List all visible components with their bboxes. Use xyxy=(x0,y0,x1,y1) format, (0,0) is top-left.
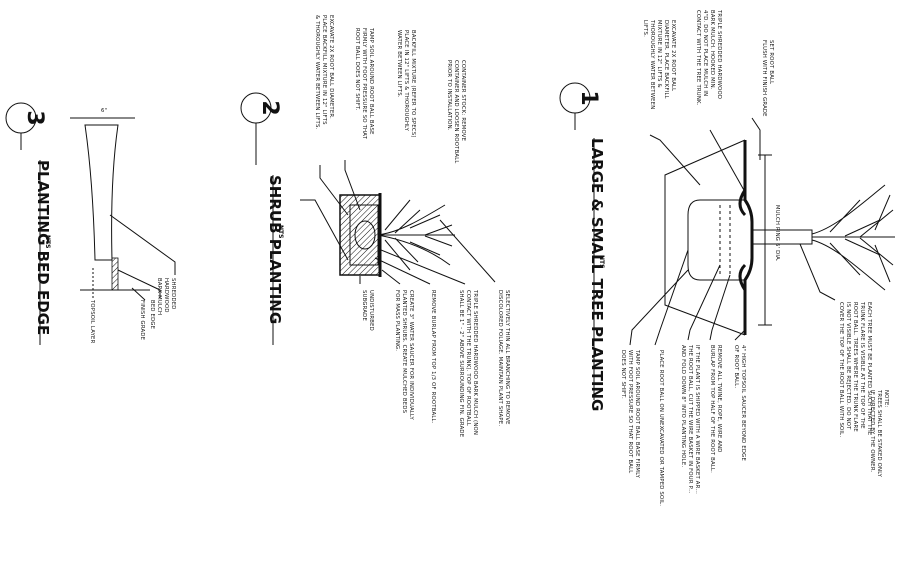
d1-mulch-ring-label: MULCH RING 6' DIA. xyxy=(774,205,780,262)
d1-label-twine: REMOVE ALL TWINE, ROPE, WIRE AND BURLAP … xyxy=(709,345,722,473)
tree-root-ball xyxy=(687,199,745,281)
d2-label-backfill: BACKFILL MIXTURE (REFER TO SPECS) PLACE … xyxy=(396,30,416,139)
d2-label-saucer: CREATE 3" WATER SAUCER FOR INDIVIDUALLY … xyxy=(394,290,414,422)
detail-3-number: 3 xyxy=(22,110,47,125)
dimension-6in: 6" xyxy=(101,108,107,114)
leader-tamp-tree xyxy=(629,269,689,346)
planting-pit xyxy=(339,194,381,276)
tree-trunk xyxy=(751,229,813,245)
tree-pit-outline xyxy=(664,139,746,336)
leader-excavate xyxy=(649,134,701,186)
leader-trunk-flare xyxy=(799,243,836,301)
d1-label-trunk-flare: EACH TREE MUST BE PLANTED SUCH THAT THE … xyxy=(838,301,872,437)
root-ball-wire xyxy=(719,205,731,275)
d2-label-excavate: EXCAVATE 2X ROOT BALL DIAMETER. PLACE BA… xyxy=(314,15,334,130)
detail-2-number: 2 xyxy=(257,100,282,115)
d1-label-tree-mulch: TRIPLE SHREDDED HARDWOOD BARK MULCH. HOO… xyxy=(695,9,722,106)
detail-3-scale: NTS xyxy=(44,235,51,248)
tree-canopy-branches xyxy=(811,184,895,291)
leader-mulch xyxy=(109,214,176,275)
leader-set-root-ball xyxy=(751,117,761,160)
detail-1-tree-planting: 1 LARGE & SMALL TREE PLANTING NTS MULCH … xyxy=(559,9,895,506)
detail-3-title: PLANTING BED EDGE xyxy=(34,160,52,335)
d1-label-saucer: 4" HIGH TOPSOIL SAUCER BEYOND EDGE OF RO… xyxy=(733,345,746,463)
topsoil-saucer xyxy=(738,189,747,291)
bed-edge-shape xyxy=(111,257,119,291)
d3-label-finish-grade: FINISH GRADE xyxy=(139,300,145,341)
d2-label-container: CONTAINER STOCK: REMOVE CONTAINER AND LO… xyxy=(446,60,466,165)
detail-2-scale: NTS xyxy=(277,225,284,238)
detail-3-planting-bed-edge: 3 PLANTING BED EDGE NTS 6" SHREDDED HARD… xyxy=(5,102,176,345)
leader-thin xyxy=(439,219,496,283)
d1-label-set-root-ball: SET ROOT BALL FLUSH WITH FINISH GRADE xyxy=(761,40,774,117)
leader-backfill xyxy=(319,165,349,216)
root-ball-core xyxy=(354,220,376,250)
shrub-branches xyxy=(377,199,455,271)
d3-label-bed-edge: BED EDGE xyxy=(149,300,155,330)
detail-2-shrub-planting: 2 SHRUB PLANTING NTS CONTAINER STOCK: RE… xyxy=(240,15,510,438)
leader-tamp xyxy=(300,199,349,261)
leader-place-root-ball xyxy=(654,249,689,346)
leader-finish-grade xyxy=(131,287,146,301)
leader-wire-basket xyxy=(687,264,721,341)
d1-label-place-root-ball: PLACE ROOT BALL ON UNEXCAVATED OR TAMPED… xyxy=(658,350,664,506)
leader-bed-edge xyxy=(117,269,161,298)
d2-label-tamp: TAMP SOIL AROUND ROOT BALL BASE FIRMLY W… xyxy=(354,27,374,141)
d2-label-mulch: TRIPLE SHREDDED HARDWOOD BARK MULCH (NON… xyxy=(458,289,478,438)
d1-label-wire-basket: IF THE PLANT IS SHIPPED WITH A WIRE BASK… xyxy=(680,344,700,496)
leader-twine xyxy=(709,274,731,341)
d1-label-excavate: EXCAVATE 2X ROOT BALL DIAMETER. PLACE BA… xyxy=(642,19,676,111)
bark-mulch-section xyxy=(84,124,119,261)
leader-mulch-shrub xyxy=(380,249,466,285)
d2-label-burlap: REMOVE BURLAP FROM TOP 1/3 OF ROOTBALL. xyxy=(430,290,436,424)
detail-2-title: SHRUB PLANTING xyxy=(266,175,284,324)
d1-note: NOTE: TREES SHALL BE STAKED ONLY IF DIRE… xyxy=(869,389,889,479)
d2-label-subgrade: UNDISTURBED SUBGRADE xyxy=(361,290,374,333)
detail-1-scale: NTS xyxy=(598,255,605,268)
d1-label-tamp: TAMP SOIL AROUND ROOT BALL BASE FIRMLY W… xyxy=(620,349,640,480)
detail-1-number: 1 xyxy=(576,90,601,105)
d3-label-topsoil: TOPSOIL LAYER xyxy=(89,299,95,344)
d2-label-thin: SELECTIVELY THIN ALL BRANCHING TO REMOVE… xyxy=(497,290,510,427)
leader-saucer-tree xyxy=(734,285,746,341)
leader-container xyxy=(344,160,361,211)
detail-1-title: LARGE & SMALL TREE PLANTING xyxy=(588,138,606,411)
leader-burlap xyxy=(374,257,431,285)
leader-tree-mulch xyxy=(709,129,746,193)
finish-grade-tree xyxy=(743,140,754,335)
d3-label-mulch: SHREDDED HARDWOOD BARK MULCH xyxy=(156,278,176,315)
leader-saucer xyxy=(381,269,401,285)
